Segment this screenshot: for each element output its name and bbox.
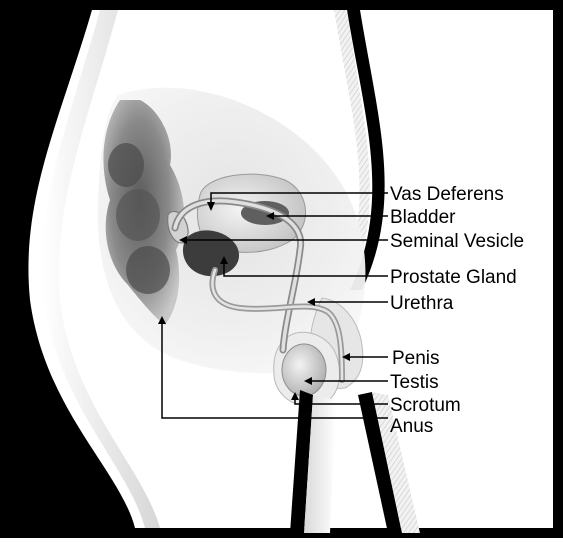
label-penis: Penis	[392, 348, 440, 369]
label-vas-deferens: Vas Deferens	[390, 184, 504, 205]
label-scrotum: Scrotum	[390, 395, 461, 416]
label-testis: Testis	[390, 372, 439, 393]
label-urethra: Urethra	[390, 293, 454, 314]
testis	[282, 344, 326, 396]
label-anus: Anus	[390, 416, 433, 437]
label-bladder: Bladder	[390, 207, 456, 228]
label-prostate-gland: Prostate Gland	[390, 267, 517, 288]
label-seminal-vesicle: Seminal Vesicle	[390, 231, 524, 252]
